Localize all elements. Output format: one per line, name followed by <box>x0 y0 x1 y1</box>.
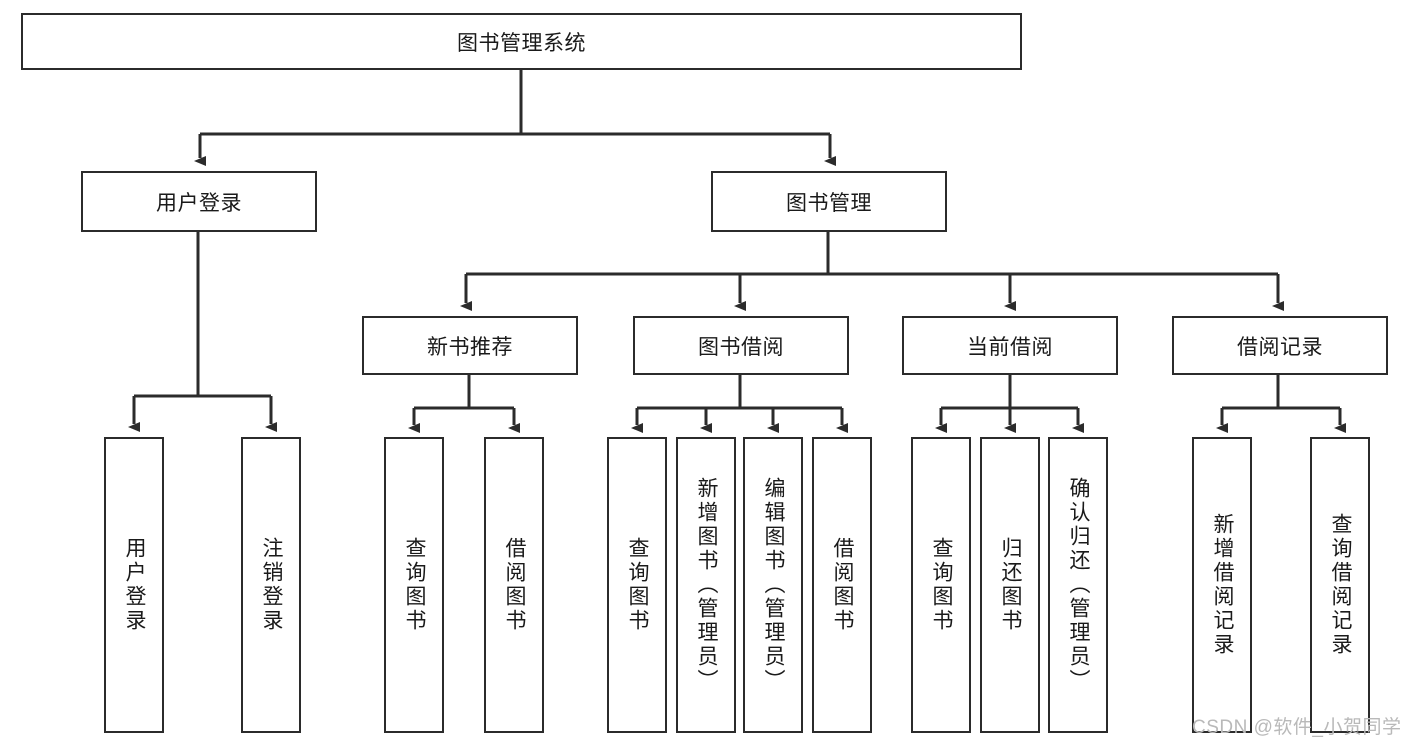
leaf-edit-book-label: 编辑图书（管理员） <box>762 477 786 693</box>
leaf-query-record-label: 查询借阅记录 <box>1329 513 1353 657</box>
leaf-user-login-label: 用户登录 <box>123 537 147 633</box>
leaf-user-logout[interactable]: 注销登录 <box>241 437 301 733</box>
node-user-login-label: 用户登录 <box>156 191 242 215</box>
node-borrow-record-label: 借阅记录 <box>1237 335 1323 359</box>
node-current-borrow[interactable]: 当前借阅 <box>902 316 1118 375</box>
leaf-query-book-1[interactable]: 查询图书 <box>384 437 444 733</box>
leaf-user-login[interactable]: 用户登录 <box>104 437 164 733</box>
leaf-confirm-return[interactable]: 确认归还（管理员） <box>1048 437 1108 733</box>
node-user-login[interactable]: 用户登录 <box>81 171 317 232</box>
leaf-query-book-3[interactable]: 查询图书 <box>911 437 971 733</box>
leaf-add-record[interactable]: 新增借阅记录 <box>1192 437 1252 733</box>
node-book-management-label: 图书管理 <box>786 191 872 215</box>
node-borrow-record[interactable]: 借阅记录 <box>1172 316 1388 375</box>
node-root-label: 图书管理系统 <box>457 31 586 55</box>
node-book-borrow[interactable]: 图书借阅 <box>633 316 849 375</box>
leaf-confirm-return-label: 确认归还（管理员） <box>1067 477 1091 693</box>
leaf-query-record[interactable]: 查询借阅记录 <box>1310 437 1370 733</box>
node-book-borrow-label: 图书借阅 <box>698 335 784 359</box>
leaf-return-book-label: 归还图书 <box>999 537 1023 633</box>
leaf-query-book-2[interactable]: 查询图书 <box>607 437 667 733</box>
leaf-query-book-3-label: 查询图书 <box>930 537 954 633</box>
leaf-add-book[interactable]: 新增图书（管理员） <box>676 437 736 733</box>
leaf-borrow-book-2[interactable]: 借阅图书 <box>812 437 872 733</box>
leaf-borrow-book-2-label: 借阅图书 <box>831 537 855 633</box>
leaf-query-book-1-label: 查询图书 <box>403 537 427 633</box>
leaf-borrow-book-1[interactable]: 借阅图书 <box>484 437 544 733</box>
node-current-borrow-label: 当前借阅 <box>967 335 1053 359</box>
node-new-book-recommend-label: 新书推荐 <box>427 335 513 359</box>
leaf-return-book[interactable]: 归还图书 <box>980 437 1040 733</box>
node-new-book-recommend[interactable]: 新书推荐 <box>362 316 578 375</box>
leaf-borrow-book-1-label: 借阅图书 <box>503 537 527 633</box>
leaf-add-book-label: 新增图书（管理员） <box>695 477 719 693</box>
leaf-add-record-label: 新增借阅记录 <box>1211 513 1235 657</box>
leaf-user-logout-label: 注销登录 <box>260 537 284 633</box>
watermark-text: CSDN @软件_小贺同学 <box>1192 717 1402 738</box>
node-root[interactable]: 图书管理系统 <box>21 13 1022 70</box>
leaf-edit-book[interactable]: 编辑图书（管理员） <box>743 437 803 733</box>
node-book-management[interactable]: 图书管理 <box>711 171 947 232</box>
leaf-query-book-2-label: 查询图书 <box>626 537 650 633</box>
